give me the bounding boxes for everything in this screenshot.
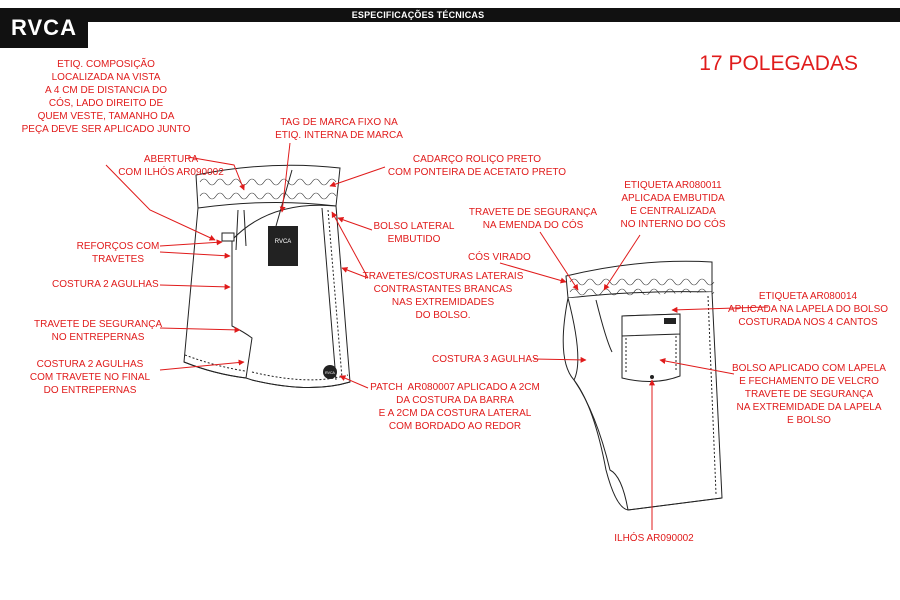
- callout-leaders: [105, 142, 769, 530]
- callout-costura-3-agulhas: COSTURA 3 AGULHAS: [432, 354, 539, 365]
- back-center-seam: [595, 299, 613, 353]
- back-eyelet: [650, 375, 654, 379]
- callout-ilhos: ILHÓS AR090002: [614, 533, 694, 544]
- back-pocket-flap: [621, 313, 681, 337]
- patch-brand-text: RVCA: [325, 371, 335, 375]
- back-side-seam: [707, 295, 717, 495]
- back-waistband-texture: [569, 278, 715, 296]
- front-waistband: [195, 164, 341, 209]
- callout-tag-marca: TAG DE MARCA FIXO NA ETIQ. INTERNA DE MA…: [275, 117, 403, 141]
- callout-etiq-composicao: ETIQ. COMPOSIÇÃO LOCALIZADA NA VISTA A 4…: [21, 59, 191, 135]
- callout-patch: PATCH AR080007 APLICADO A 2CM DA COSTURA…: [370, 382, 540, 432]
- back-hem: [627, 497, 723, 511]
- callout-cadarco: CADARÇO ROLIÇO PRETO COM PONTEIRA DE ACE…: [387, 154, 567, 178]
- front-drawcord: [235, 209, 247, 251]
- front-side-stitch: [327, 209, 343, 379]
- front-eyelets: [221, 232, 235, 242]
- back-left-leg: [562, 297, 629, 511]
- callout-reforcos: REFORÇOS COM TRAVETES: [76, 241, 160, 265]
- back-pocket-stitch: [625, 336, 677, 374]
- front-body-outline: [183, 204, 351, 389]
- front-side-seam: [321, 207, 337, 381]
- callout-abertura: ABERTURA COM ILHÓS AR090002: [118, 154, 224, 178]
- front-leg-hem: [183, 361, 351, 389]
- front-patch: [323, 365, 337, 379]
- callout-costura-2-agulhas-travete: COSTURA 2 AGULHAS COM TRAVETE NO FINAL D…: [29, 359, 151, 396]
- brand-hang-tag: [268, 226, 298, 266]
- page-title: ESPECIFICAÇÕES TÉCNICAS: [351, 10, 485, 20]
- callout-bolso-aplicado: BOLSO APLICADO COM LAPELA E FECHAMENTO D…: [732, 363, 886, 426]
- callout-travete-emenda: TRAVETE DE SEGURANÇA NA EMENDA DO CÓS: [468, 207, 598, 231]
- callout-cos-virado: CÓS VIRADO: [468, 252, 531, 263]
- callout-bolso-lateral: BOLSO LATERAL EMBUTIDO: [373, 221, 455, 245]
- front-waistband-texture: [199, 178, 337, 200]
- back-shorts-drawing: [562, 260, 723, 511]
- pocket-flap-label: [664, 318, 676, 324]
- callout-etiqueta-ar080011: ETIQUETA AR080011 APLICADA EMBUTIDA E CE…: [620, 180, 726, 230]
- tag-brand-text: RVCA: [275, 239, 292, 245]
- size-label: 17 POLEGADAS: [699, 52, 858, 75]
- brand-logo: RVCA: [0, 8, 88, 48]
- callout-travete-entrepernas: TRAVETE DE SEGURANÇA NO ENTREPERNAS: [34, 319, 163, 343]
- back-body-outline: [567, 291, 723, 511]
- front-shorts-drawing: [183, 164, 351, 389]
- callout-travetes-laterais: TRAVETES/COSTURAS LATERAIS CONTRASTANTES…: [362, 271, 524, 321]
- callout-etiqueta-ar080014: ETIQUETA AR080014 APLICADA NA LAPELA DO …: [727, 291, 889, 328]
- header-bar: ESPECIFICAÇÕES TÉCNICAS: [0, 8, 900, 22]
- callout-costura-2-agulhas: COSTURA 2 AGULHAS: [52, 279, 159, 290]
